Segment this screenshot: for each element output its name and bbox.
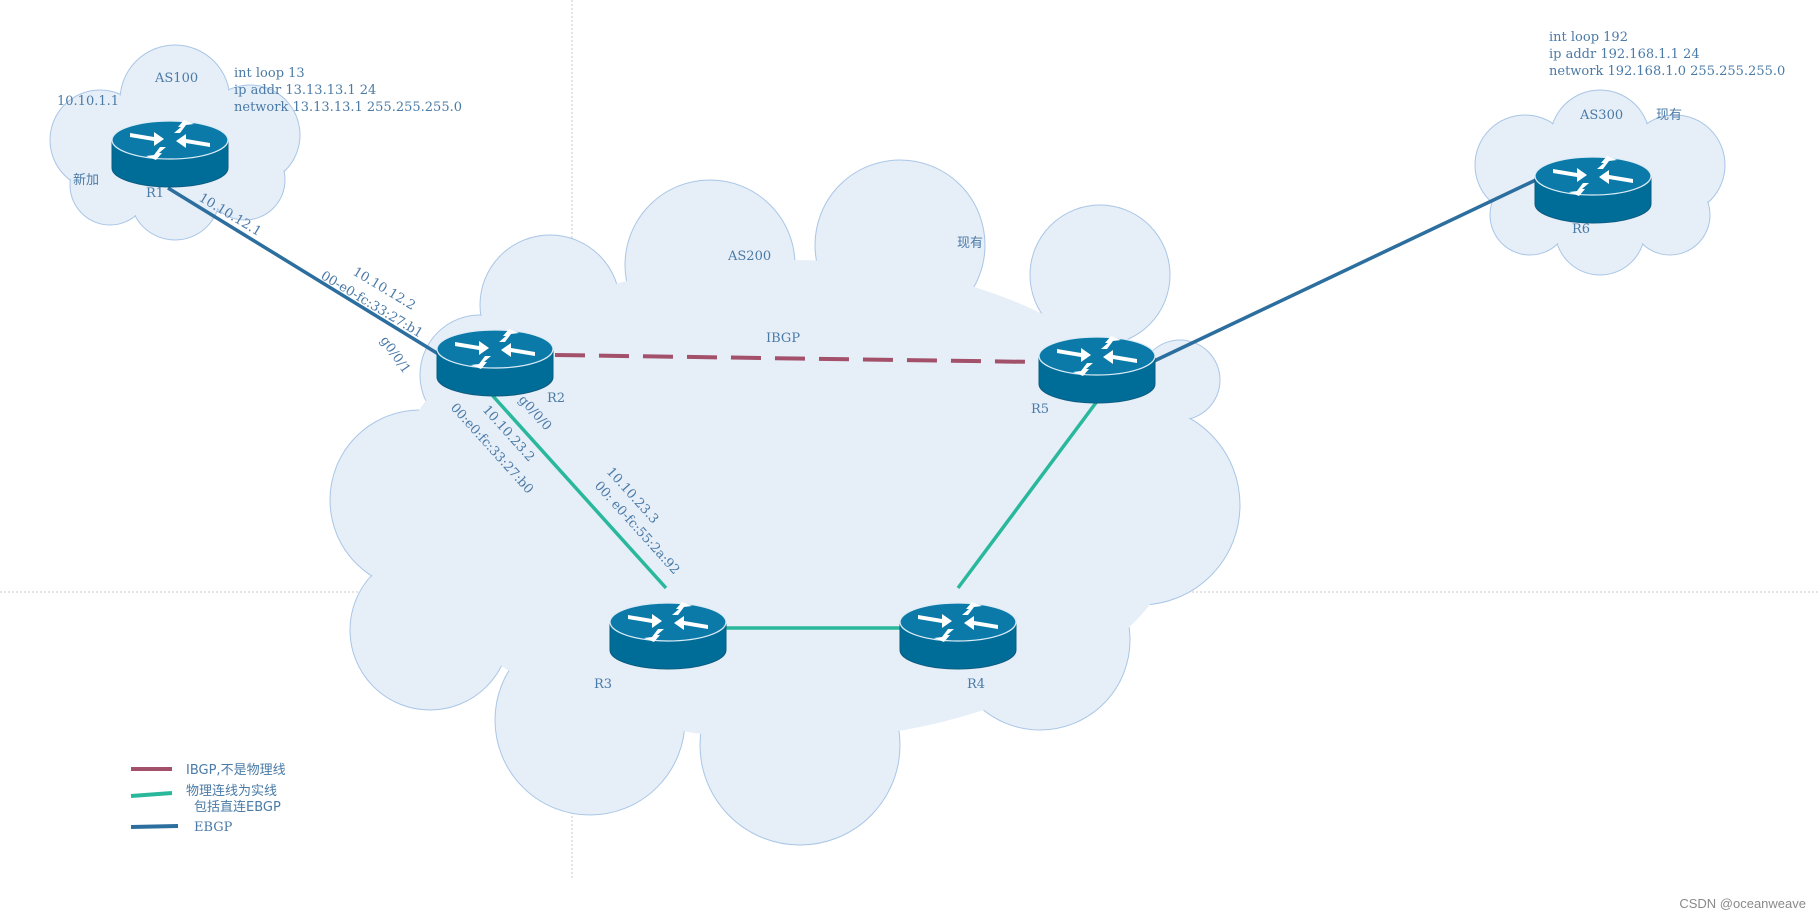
legend-ebgp-label: EBGP: [194, 820, 233, 835]
as100-note: 新加: [73, 172, 99, 188]
router-r5-label: R5: [1031, 402, 1049, 417]
link-r2-r3: [490, 393, 668, 590]
as300-config-line-3: network 192.168.1.0 255.255.255.0: [1549, 64, 1785, 79]
as100-config-line-2: ip addr 13.13.13.1 24: [234, 83, 376, 98]
router-r4-icon[interactable]: [899, 601, 1017, 670]
r1-r2-r2-interface: g0/0/1: [377, 334, 413, 377]
router-r2-icon[interactable]: [436, 328, 554, 397]
link-r2-r5-ibgp: [554, 353, 1039, 364]
router-r3-label: R3: [594, 677, 612, 692]
watermark: CSDN @oceanweave: [1679, 896, 1806, 911]
legend-physical-label: 物理连线为实线: [186, 783, 277, 799]
link-r5-r6-ebgp: [1151, 176, 1541, 364]
router-r4-label: R4: [967, 677, 985, 692]
as100-config-line-1: int loop 13: [234, 66, 305, 81]
legend-physical-note: 包括直连EBGP: [194, 799, 281, 815]
link-r5-r4: [956, 398, 1100, 590]
router-r1-label: R1: [146, 186, 164, 201]
ibgp-link-label: IBGP: [766, 331, 800, 346]
router-r1-icon[interactable]: [111, 119, 229, 188]
cloud-as200: [329, 159, 1241, 846]
legend-ebgp-swatch: [130, 824, 179, 829]
as100-config-line-3: network 13.13.13.1 255.255.255.0: [234, 100, 462, 115]
as300-name: AS300: [1579, 108, 1623, 123]
router-r5-icon[interactable]: [1038, 335, 1156, 404]
router-r6-icon[interactable]: [1534, 155, 1652, 224]
legend: IBGP,不是物理线 物理连线为实线 包括直连EBGP EBGP: [130, 763, 286, 835]
r1-loopback-ip: 10.10.1.1: [57, 94, 119, 109]
link-r1-r2-ebgp: [167, 186, 441, 357]
legend-ibgp-label: IBGP,不是物理线: [186, 763, 286, 778]
router-r2-label: R2: [547, 391, 565, 406]
router-r6-label: R6: [1572, 222, 1590, 237]
as300-note: 现有: [1656, 108, 1682, 123]
as300-config-line-1: int loop 192: [1549, 30, 1628, 45]
router-r3-icon[interactable]: [609, 601, 727, 670]
as100-name: AS100: [154, 71, 198, 86]
as200-note: 现有: [957, 236, 983, 251]
as200-name: AS200: [727, 249, 771, 264]
legend-physical-swatch: [130, 791, 173, 798]
as300-config-line-2: ip addr 192.168.1.1 24: [1549, 47, 1700, 62]
